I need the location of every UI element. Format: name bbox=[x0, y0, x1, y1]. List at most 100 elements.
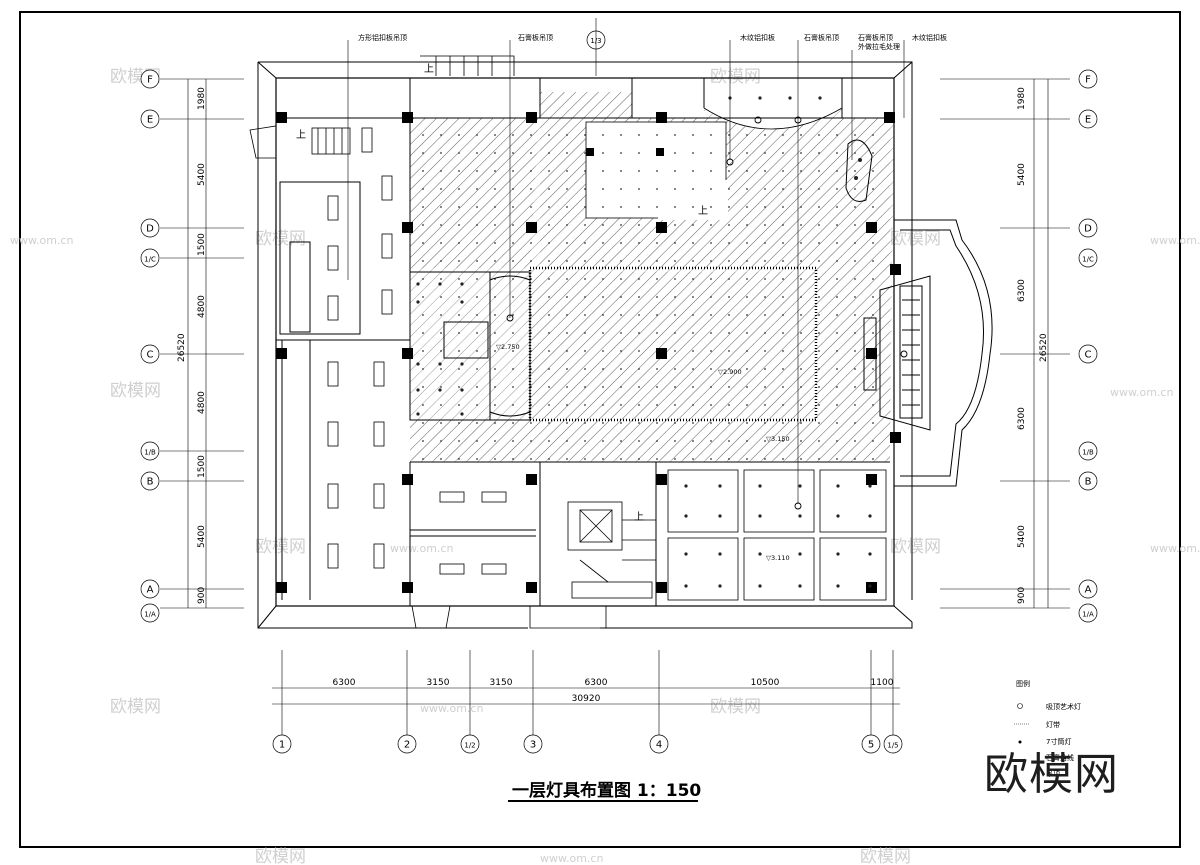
grid-col-0: 1 bbox=[272, 734, 292, 754]
wm-5: 欧模网 bbox=[110, 381, 161, 401]
ceiling-hatch-zones bbox=[410, 92, 894, 462]
dim-right-2: 5400 bbox=[1017, 163, 1027, 186]
grid-row-right-5-label: 1/B bbox=[1082, 449, 1094, 457]
leader-lines bbox=[347, 40, 905, 504]
dim-bottom-5: 10500 bbox=[751, 678, 780, 688]
legend-item-4: 石膏角线 bbox=[1046, 753, 1074, 762]
grid-row-right-6: B bbox=[1078, 471, 1098, 491]
stair-label-2: 上 bbox=[296, 129, 306, 141]
wm-url-6: www.om.cn bbox=[420, 702, 483, 715]
interior-walls bbox=[276, 78, 894, 606]
wm-4: 欧模网 bbox=[890, 229, 941, 249]
ceiling-levels: ▽2.750 ▽2.900 ▽3.150 ▽3.110 bbox=[496, 343, 790, 562]
grid-col-6-label: 1/5 bbox=[887, 742, 898, 750]
wm-url-1: www.om.cn bbox=[10, 234, 73, 247]
dim-bottom-4: 6300 bbox=[585, 678, 608, 688]
grid-col-2-label: 1/2 bbox=[464, 742, 475, 750]
wm-url-7: www.om.cn bbox=[540, 852, 603, 865]
grid-row-right-2: D bbox=[1078, 218, 1098, 238]
grid-row-right-8-label: 1/A bbox=[1082, 611, 1094, 619]
grid-row-left-3: 1/C bbox=[140, 248, 160, 268]
drawing-title: 一层灯具布置图 1：150 bbox=[512, 781, 702, 801]
wm-url-5: www.om.cn bbox=[1110, 386, 1173, 399]
dim-left-2: 5400 bbox=[197, 163, 207, 186]
watermark-logo: 欧模网 bbox=[984, 749, 1119, 800]
stair-label-4: 上 bbox=[634, 511, 644, 523]
grid-col-3-label: 3 bbox=[530, 740, 536, 751]
wm-10: 欧模网 bbox=[255, 847, 306, 865]
stair-core bbox=[249, 55, 656, 629]
legend-item-2: 灯带 bbox=[1046, 720, 1060, 729]
dim-right-1: 1980 bbox=[1017, 87, 1027, 110]
grid-col-1: 2 bbox=[397, 734, 417, 754]
grid-row-right-0-label: F bbox=[1085, 75, 1091, 86]
grid-lines bbox=[160, 18, 1070, 736]
grid-row-left-8-label: 1/A bbox=[144, 611, 156, 619]
dim-left-8: 900 bbox=[197, 587, 207, 604]
level-1: ▽2.750 bbox=[496, 343, 520, 351]
grid-col-0-label: 1 bbox=[279, 740, 285, 751]
legend-item-3: 7寸筒灯 bbox=[1046, 737, 1071, 746]
dim-right-total: 26520 bbox=[1039, 333, 1049, 362]
dim-left-7: 5400 bbox=[197, 525, 207, 548]
annotation-labels: 方形铝扣板吊顶 石膏板吊顶 木纹铝扣板 石膏板吊顶 石膏板吊顶 外做拉毛处理 木… bbox=[358, 33, 947, 51]
annotation-6: 木纹铝扣板 bbox=[912, 33, 947, 42]
left-dimensions: 1980 5400 1500 4800 4800 1500 5400 900 2… bbox=[177, 87, 207, 604]
grid-row-left-7-label: A bbox=[147, 585, 154, 596]
grid-row-right-6-label: B bbox=[1085, 477, 1092, 488]
grid-col-4: 4 bbox=[649, 734, 669, 754]
level-4: ▽3.110 bbox=[766, 554, 790, 562]
wm-8: 欧模网 bbox=[110, 697, 161, 717]
downlights bbox=[416, 96, 872, 588]
grid-row-left-0: F bbox=[140, 69, 160, 89]
dim-bottom-2: 3150 bbox=[427, 678, 450, 688]
stair-label-1: 上 bbox=[424, 63, 434, 75]
dim-left-5: 4800 bbox=[197, 391, 207, 414]
grid-row-left-5: 1/B bbox=[140, 441, 160, 461]
dim-left-4: 4800 bbox=[197, 295, 207, 318]
legend: 图例 吸顶艺术灯 灯带 7寸筒灯 石膏角线 吊顶 bbox=[1014, 679, 1081, 778]
structural-columns bbox=[276, 112, 901, 593]
grid-row-left-6-label: B bbox=[147, 477, 154, 488]
wm-7: 欧模网 bbox=[890, 537, 941, 557]
dim-left-total: 26520 bbox=[177, 333, 187, 362]
grid-col-6: 1/5 bbox=[883, 734, 903, 754]
level-2: ▽2.900 bbox=[718, 368, 742, 376]
grid-row-right-1: E bbox=[1078, 109, 1098, 129]
wm-6: 欧模网 bbox=[255, 537, 306, 557]
wm-url-2: www.om.cn bbox=[390, 542, 453, 555]
dim-bottom-3: 3150 bbox=[490, 678, 513, 688]
annotation-5b: 外做拉毛处理 bbox=[858, 42, 900, 51]
dim-left-1: 1980 bbox=[197, 87, 207, 110]
grid-row-right-4: C bbox=[1078, 344, 1098, 364]
grid-row-left-5-label: 1/B bbox=[144, 449, 156, 457]
grid-row-right-1-label: E bbox=[1085, 115, 1091, 126]
grid-row-left-1: E bbox=[140, 109, 160, 129]
grid-col-4-label: 4 bbox=[656, 740, 662, 751]
grid-row-right-3-label: 1/C bbox=[1082, 256, 1094, 264]
grid-row-left-3-label: 1/C bbox=[144, 256, 156, 264]
wm-9: 欧模网 bbox=[710, 697, 761, 717]
grid-col-5: 5 bbox=[861, 734, 881, 754]
bottom-dimensions: 6300 3150 3150 6300 10500 1100 30920 bbox=[333, 678, 894, 704]
grid-row-left-0-label: F bbox=[147, 75, 153, 86]
dim-right-6: 900 bbox=[1017, 587, 1027, 604]
grid-col-top: 1/3 bbox=[590, 37, 601, 45]
dim-bottom-total: 30920 bbox=[572, 694, 601, 704]
grid-row-left-6: B bbox=[140, 471, 160, 491]
panel-ceiling-room bbox=[667, 469, 887, 601]
legend-title: 图例 bbox=[1016, 679, 1030, 688]
grid-row-left-7: A bbox=[140, 579, 160, 599]
grid-row-left-2: D bbox=[140, 218, 160, 238]
dim-right-4: 6300 bbox=[1017, 407, 1027, 430]
title-underline bbox=[508, 800, 698, 802]
annotation-5: 石膏板吊顶 bbox=[858, 33, 893, 42]
grid-row-right-7: A bbox=[1078, 579, 1098, 599]
grid-col-5-label: 5 bbox=[868, 740, 874, 751]
wm-2: 欧模网 bbox=[710, 67, 761, 87]
grid-row-right-3: 1/C bbox=[1078, 248, 1098, 268]
annotation-1: 方形铝扣板吊顶 bbox=[358, 33, 407, 42]
sheet-frame bbox=[19, 11, 1181, 848]
